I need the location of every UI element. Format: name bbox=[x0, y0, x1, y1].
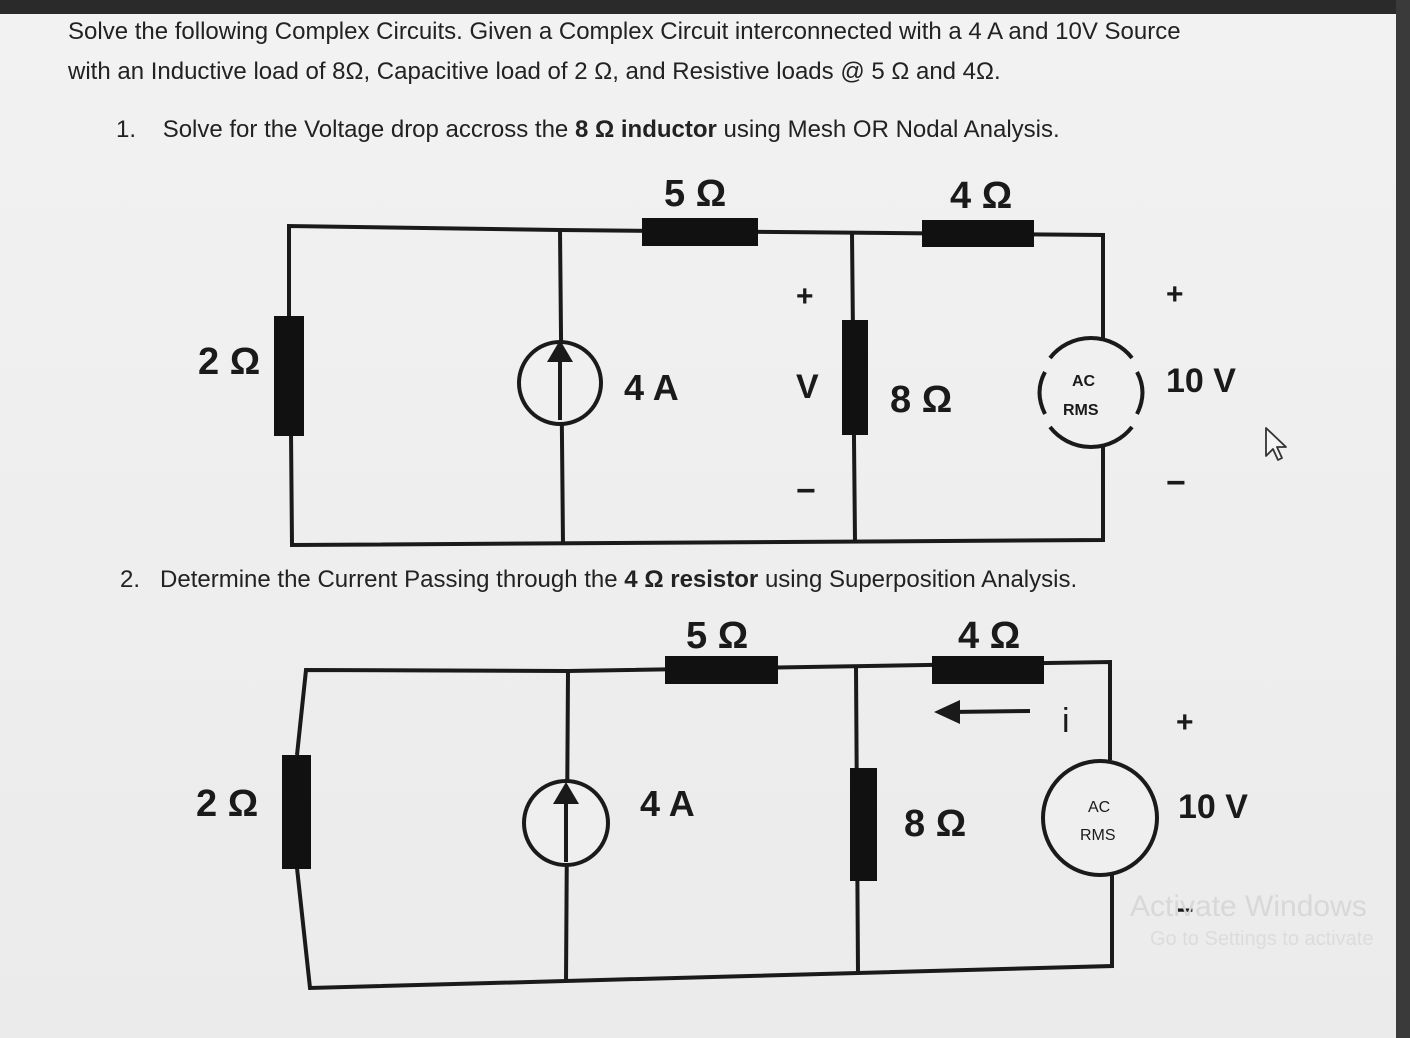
circuit-1-src-minus: − bbox=[1166, 464, 1186, 502]
circuit-1-r2-label: 2 Ω bbox=[198, 341, 260, 383]
circuit-1-top-wire bbox=[287, 223, 1105, 432]
circuit-1-inductor-8 bbox=[842, 320, 868, 435]
question-2-number: 2. bbox=[120, 566, 141, 593]
circuit-2-ac-source bbox=[1041, 759, 1159, 877]
question-1-bold: 8 Ω inductor bbox=[574, 116, 717, 143]
question-1: 1. Solve for the Voltage drop accross th… bbox=[116, 116, 1060, 144]
activate-windows-watermark: Activate Windows bbox=[1130, 890, 1367, 923]
circuit-1-r4-label: 4 Ω bbox=[950, 175, 1012, 217]
question-2-bold: 4 Ω resistor bbox=[624, 566, 759, 593]
intro-line-1: Solve the following Complex Circuits. Gi… bbox=[68, 18, 1181, 45]
circuit-1-r8-label: 8 Ω bbox=[890, 379, 952, 421]
circuit-2-src-value: 10 V bbox=[1178, 788, 1248, 826]
circuit-2-i-label: i bbox=[1062, 702, 1070, 740]
current-arrow-head bbox=[553, 782, 579, 804]
circuit-1-src-plus: + bbox=[1166, 278, 1184, 311]
circuit-1-ac-source-top-arc bbox=[1048, 335, 1134, 360]
circuit-1-v-label: V bbox=[796, 368, 819, 406]
circuit-2 bbox=[282, 656, 1159, 991]
circuit-1-r5-label: 5 Ω bbox=[664, 173, 726, 215]
circuit-1-resistor-4 bbox=[922, 220, 1034, 247]
question-2: 2. Determine the Current Passing through… bbox=[120, 566, 1077, 594]
circuit-2-src-minus: − bbox=[1176, 894, 1194, 927]
question-1-number: 1. bbox=[116, 116, 137, 143]
circuit-1-isrc-label: 4 A bbox=[624, 367, 679, 408]
circuit-2-isrc-label: 4 A bbox=[640, 783, 695, 824]
circuit-2-bottom-wire bbox=[295, 867, 1114, 991]
circuit-2-inductor-8 bbox=[850, 768, 877, 881]
circuit-1-resistor-5 bbox=[642, 218, 758, 246]
circuit-2-r5-label: 5 Ω bbox=[686, 615, 748, 657]
circuit-1-ac-source-left-arc bbox=[1037, 371, 1047, 415]
activate-windows-subtext: Go to Settings to activate bbox=[1150, 928, 1374, 950]
circuit-2-current-arrow-shaft bbox=[949, 709, 1031, 714]
circuit-1-src-rms: RMS bbox=[1063, 402, 1099, 419]
intro-line-2: with an Inductive load of 8Ω, Capacitive… bbox=[68, 58, 1001, 85]
circuit-1 bbox=[274, 218, 1145, 548]
circuit-2-r2-label: 2 Ω bbox=[196, 783, 258, 825]
circuit-2-src-rms: RMS bbox=[1080, 827, 1116, 844]
top-edge bbox=[0, 0, 1410, 14]
circuit-2-src-plus: + bbox=[1176, 706, 1194, 739]
circuit-2-src-ac: AC bbox=[1088, 799, 1110, 816]
question-1-text: Solve for the Voltage drop accross the bbox=[162, 116, 569, 143]
circuit-1-bottom-wire bbox=[289, 431, 1105, 548]
circuit-1-v-plus: + bbox=[796, 280, 814, 313]
circuit-1-v-minus: − bbox=[796, 472, 816, 510]
circuit-2-current-arrow-head bbox=[934, 700, 960, 724]
circuit-2-resistor-2 bbox=[282, 755, 311, 869]
circuit-2-r4-label: 4 Ω bbox=[958, 615, 1020, 657]
circuit-1-ac-source-right-arc bbox=[1135, 371, 1145, 415]
question-2-text-after: using Superposition Analysis. bbox=[764, 566, 1078, 593]
circuit-2-resistor-5 bbox=[665, 656, 778, 684]
question-1-text-after: using Mesh OR Nodal Analysis. bbox=[723, 116, 1060, 143]
circuit-1-src-ac: AC bbox=[1072, 373, 1096, 390]
circuit-2-r8-label: 8 Ω bbox=[904, 803, 966, 845]
circuit-1-ac-source-bottom-arc bbox=[1048, 425, 1134, 450]
right-edge bbox=[1396, 0, 1410, 1038]
circuit-1-resistor-2 bbox=[274, 316, 304, 436]
current-arrow-head bbox=[547, 340, 573, 362]
circuit-2-resistor-4 bbox=[932, 656, 1044, 684]
problem-intro: Solve the following Complex Circuits. Gi… bbox=[68, 12, 1248, 92]
question-2-text: Determine the Current Passing through th… bbox=[160, 566, 618, 593]
circuit-1-src-value: 10 V bbox=[1166, 362, 1236, 400]
mouse-cursor-icon bbox=[1265, 427, 1287, 461]
